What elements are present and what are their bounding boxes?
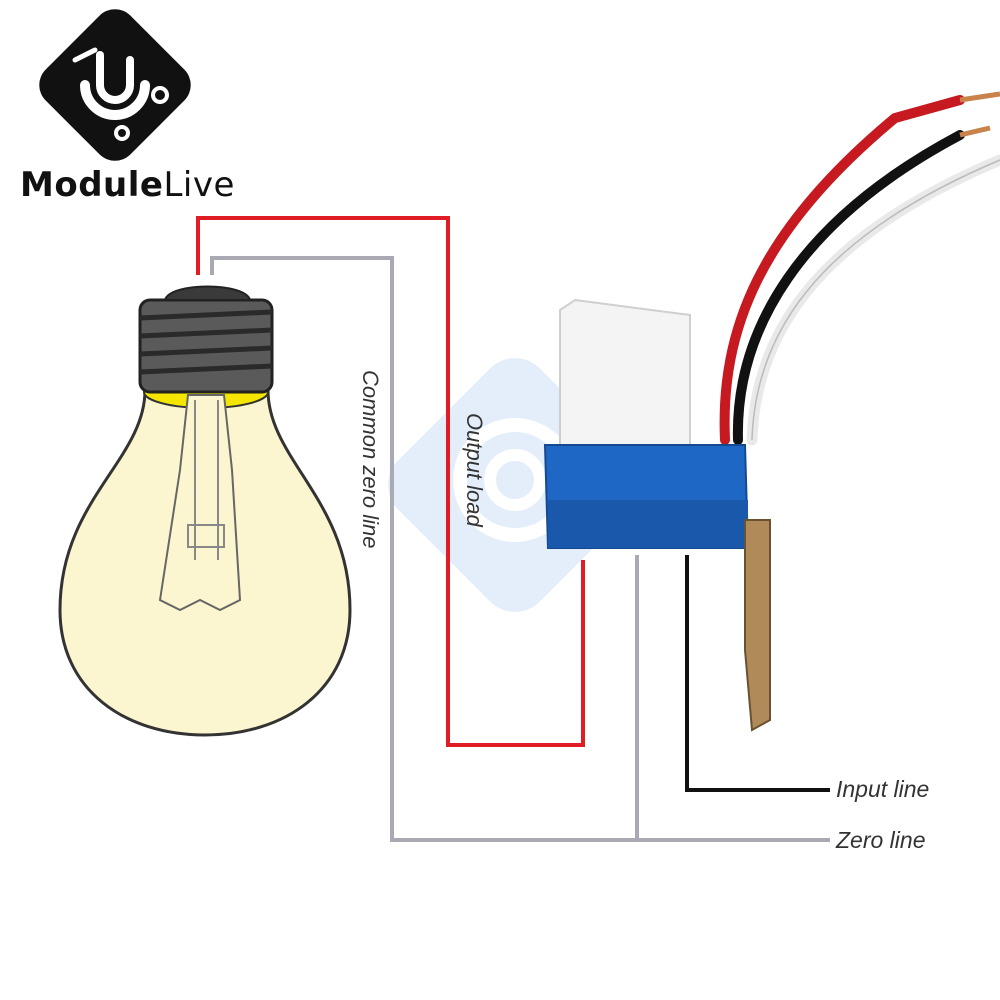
input-line-label: Input line <box>836 776 930 802</box>
common-zero-line-wire <box>210 256 830 842</box>
output-load-label: Output load <box>462 413 487 527</box>
brand-name-strong: Module <box>20 165 164 205</box>
light-bulb <box>58 285 352 737</box>
common-zero-line-label: Common zero line <box>358 370 383 549</box>
output-load-wire <box>196 216 585 747</box>
brand-name: ModuleLive <box>20 165 235 205</box>
light-sensor-switch <box>543 298 771 732</box>
input-line-wire <box>685 555 830 792</box>
module-live-logo-icon <box>39 9 191 161</box>
zero-line-label: Zero line <box>836 827 926 853</box>
brand-name-light: Live <box>163 165 235 205</box>
